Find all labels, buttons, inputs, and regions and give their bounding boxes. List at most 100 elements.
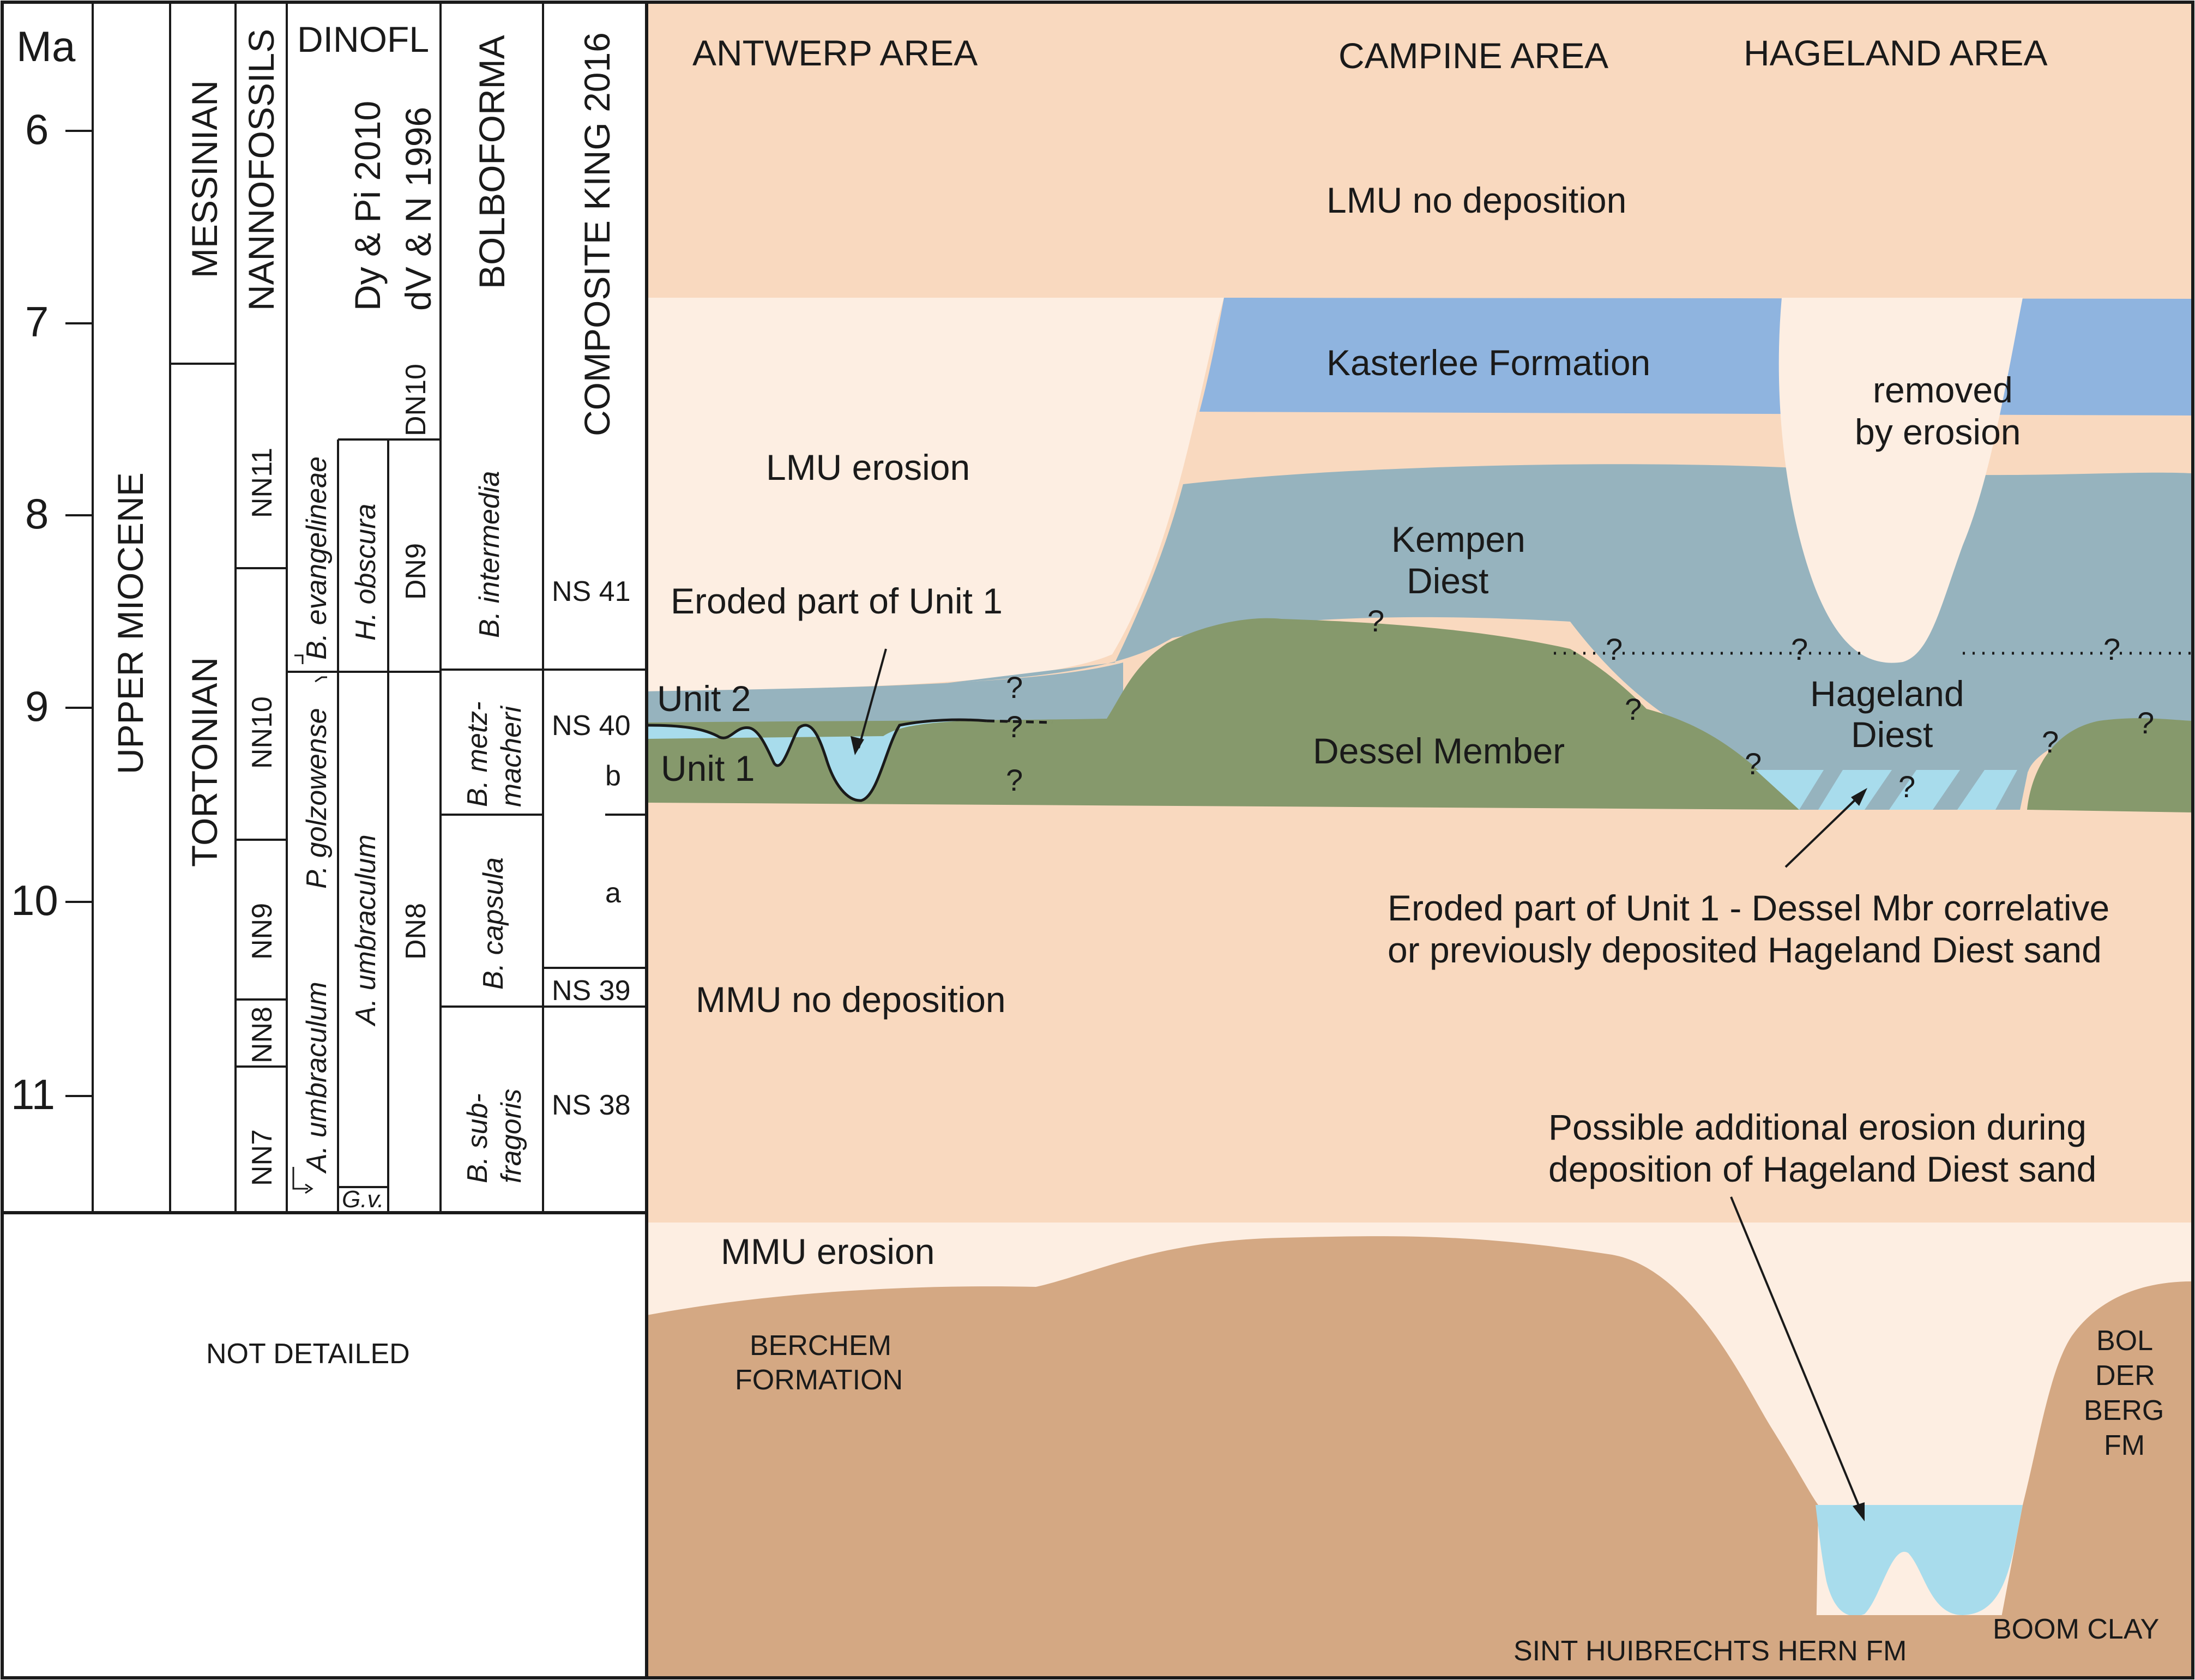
question-mark: ? [1625, 692, 1642, 726]
mmu-erosion-label: MMU erosion [721, 1231, 934, 1272]
taxon-gv: G.v. [342, 1186, 384, 1213]
possible-erosion-1: Possible additional erosion during [1548, 1107, 2087, 1147]
taxon-b-intermedia: B. intermedia [474, 471, 505, 638]
dessel-member-layer [647, 618, 1799, 810]
taxon-a-umbraculum-1: A. umbraculum [301, 981, 333, 1174]
question-mark: ? [1606, 632, 1623, 666]
possible-erosion-2: deposition of Hageland Diest sand [1548, 1149, 2096, 1189]
nn-zone-8: NN8 [246, 1007, 278, 1063]
tick-label-6: 6 [25, 105, 49, 153]
removed-label-2: by erosion [1855, 412, 2021, 452]
ns-subzone-a: a [605, 877, 621, 909]
nn-zone-9: NN9 [246, 903, 278, 960]
area-hageland: HAGELAND AREA [1744, 33, 2048, 73]
kasterlee-label: Kasterlee Formation [1326, 342, 1650, 383]
eroded-note-2: or previously deposited Hageland Diest s… [1388, 930, 2102, 970]
time-axis: Ma 6 7 8 9 10 11 [11, 22, 76, 1118]
bolderberg-label-2: DER [2095, 1360, 2155, 1392]
tick-label-8: 8 [25, 490, 49, 538]
lmu-erosion-label: LMU erosion [766, 447, 970, 487]
not-detailed-label: NOT DETAILED [206, 1338, 410, 1370]
question-mark: ? [1006, 670, 1023, 704]
eroded-note-1: Eroded part of Unit 1 - Dessel Mbr corre… [1388, 888, 2109, 928]
question-mark: ? [1006, 763, 1023, 797]
column-labels: UPPER MIOCENE MESSINIAN TORTONIAN NANNOF… [110, 19, 631, 1370]
lmu-erosion-zone [647, 298, 1224, 691]
sint-huibrechts-lower-fill [1816, 1615, 2023, 1677]
dinofl-header: DINOFL [297, 19, 429, 59]
taxon-fragoris: fragoris [496, 1089, 527, 1183]
arrow-eroded-unit1 [858, 648, 887, 749]
hageland-label-2: Diest [1851, 714, 1933, 755]
tick-label-10: 10 [11, 876, 58, 924]
nn-zone-10: NN10 [246, 696, 278, 769]
dn-zone-9: DN9 [400, 543, 432, 600]
sint-huibrechts-channel [1816, 1505, 2023, 1616]
sint-huibrechts-label: SINT HUIBRECHTS HERN FM [1513, 1635, 1907, 1667]
boom-clay-label: BOOM CLAY [1993, 1613, 2159, 1645]
question-mark: ? [1791, 632, 1808, 666]
dinofl-ref-1: Dy & Pi 2010 [347, 101, 388, 311]
stage-tortonian: TORTONIAN [184, 657, 225, 867]
tick-label-11: 11 [11, 1070, 55, 1118]
unit1-label: Unit 1 [661, 748, 755, 788]
dinofl-ref-2: dV & N 1996 [398, 107, 438, 311]
mmu-no-deposition-label: MMU no deposition [696, 979, 1006, 1020]
question-mark: ? [2042, 725, 2059, 759]
nn-zone-7: NN7 [246, 1129, 278, 1186]
hageland-eroded-strip [1756, 770, 2028, 810]
question-mark: ? [1745, 746, 1762, 781]
ns-zone-39: NS 39 [552, 975, 631, 1007]
unit1-dashed-line [986, 719, 1053, 724]
taxon-macheri: macheri [496, 706, 527, 807]
ns-zone-41: NS 41 [552, 576, 631, 607]
question-mark: ? [2103, 632, 2120, 666]
taxon-b-metz: B. metz- [462, 701, 493, 807]
unit2-layer [647, 663, 1123, 722]
nn-zone-11: NN11 [246, 448, 278, 518]
removed-label-1: removed [1873, 370, 2013, 410]
cross-section-panel [646, 3, 2192, 1677]
berchem-label-2: FORMATION [735, 1364, 903, 1396]
stage-messinian: MESSINIAN [184, 80, 225, 278]
area-antwerp: ANTWERP AREA [692, 33, 978, 73]
arrow-possible-erosion [1730, 1196, 1863, 1514]
tick-label-7: 7 [25, 298, 49, 346]
taxon-b-sub: B. sub- [462, 1093, 493, 1183]
hageland-label-1: Hageland [1810, 673, 1964, 714]
removed-by-erosion-zone [1778, 298, 2023, 663]
dn-zone-10: DN10 [400, 364, 432, 436]
berchem-label-1: BERCHEM [750, 1330, 891, 1362]
ns-subzone-b: b [605, 760, 621, 792]
question-mark: ? [2137, 706, 2154, 740]
dn-zone-8: DN8 [400, 903, 432, 960]
time-unit-label: Ma [16, 22, 76, 70]
kempen-label-2: Diest [1407, 561, 1488, 601]
tick-label-9: 9 [25, 682, 49, 730]
dessel-member-label: Dessel Member [1313, 731, 1565, 771]
bolderberg-label-4: FM [2104, 1430, 2145, 1461]
unit2-label: Unit 2 [657, 678, 751, 719]
cross-section-labels: ANTWERP AREA CAMPINE AREA HAGELAND AREA … [657, 33, 2164, 1667]
dessel-member-east-layer [2027, 718, 2192, 812]
bolderberg-layer [1990, 1281, 2192, 1677]
area-campine: CAMPINE AREA [1338, 35, 1608, 76]
arrow-eroded-hageland [1784, 792, 1863, 868]
annotation-arrows [851, 648, 1867, 1521]
taxon-a-umbraculum-2: A. umbraculum [350, 834, 382, 1027]
taxon-b-capsula: B. capsula [478, 857, 509, 990]
question-mark: ? [1006, 709, 1023, 744]
question-mark: ? [1898, 769, 1915, 804]
lmu-no-deposition-label: LMU no deposition [1326, 180, 1626, 220]
bolderberg-label-3: BERG [2084, 1395, 2164, 1426]
eroded-unit1-label: Eroded part of Unit 1 [671, 581, 1003, 621]
taxon-p-golzowense: P. golzowense [301, 708, 333, 889]
berchem-formation-layer [647, 1236, 1818, 1677]
bolderberg-label-1: BOL [2096, 1325, 2153, 1357]
composite-header: COMPOSITE KING 2016 [577, 32, 617, 436]
ns-zone-40: NS 40 [552, 710, 631, 742]
kempen-label-1: Kempen [1391, 519, 1525, 559]
taxon-h-obscura: H. obscura [350, 504, 382, 641]
question-mark: ? [1367, 604, 1384, 638]
